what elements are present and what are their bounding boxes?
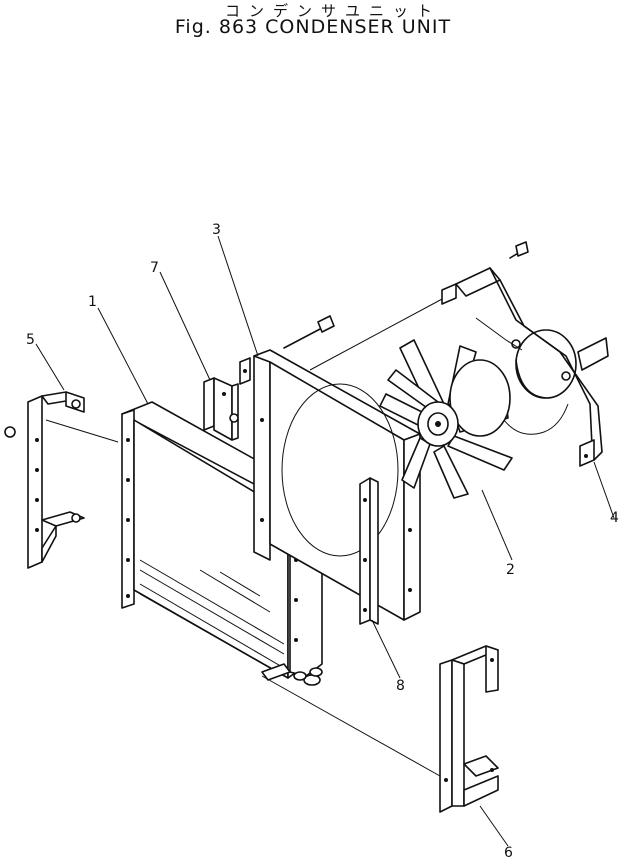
nut-icon bbox=[4, 426, 16, 438]
callout-4: 4 bbox=[610, 510, 619, 526]
bolt-icon bbox=[317, 315, 335, 333]
part-4-motor-bracket[interactable] bbox=[441, 241, 609, 467]
fan-motor-icon bbox=[449, 359, 511, 437]
leader-lines bbox=[35, 235, 615, 847]
callout-5: 5 bbox=[26, 332, 35, 348]
bolt-icon bbox=[515, 241, 529, 257]
callout-8: 8 bbox=[396, 678, 405, 694]
figure-title-japanese: コンデンサユニット bbox=[224, 2, 441, 20]
callout-6: 6 bbox=[504, 845, 513, 858]
part-6-bottom-bracket[interactable] bbox=[439, 645, 499, 813]
part-7-bracket[interactable] bbox=[203, 377, 239, 441]
callout-2: 2 bbox=[506, 562, 515, 578]
callout-1: 1 bbox=[88, 294, 97, 310]
callout-labels: 1 2 3 4 5 6 7 8 bbox=[26, 222, 619, 861]
part-8-strip-bracket[interactable] bbox=[359, 477, 379, 625]
part-2-fan[interactable] bbox=[379, 339, 513, 499]
callout-7: 7 bbox=[150, 260, 159, 276]
figure-title: Fig. 863 CONDENSER UNIT bbox=[174, 16, 452, 38]
part-5-left-bracket[interactable] bbox=[4, 391, 119, 569]
callout-3: 3 bbox=[212, 222, 221, 238]
